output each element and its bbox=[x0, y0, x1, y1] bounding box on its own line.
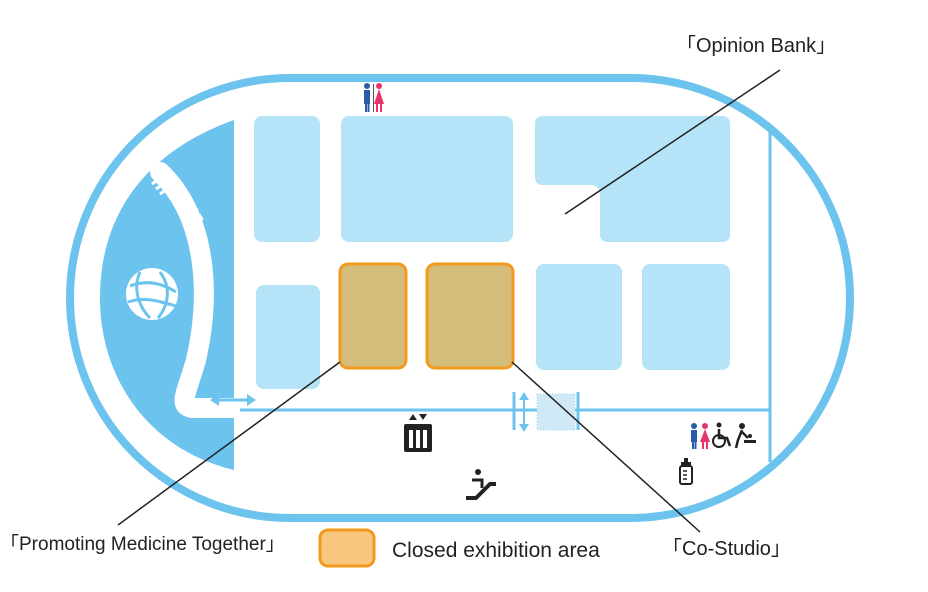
nursing-bottle-icon bbox=[679, 458, 693, 485]
leader-line-promoting-medicine bbox=[117, 361, 341, 526]
wheelchair-icon bbox=[712, 422, 732, 448]
legend-swatch-closed bbox=[318, 528, 376, 568]
gate bbox=[512, 392, 580, 432]
opinion-bank-booth bbox=[535, 116, 730, 242]
legend-label-closed: Closed exhibition area bbox=[392, 539, 600, 562]
leader-line-co-studio bbox=[511, 361, 701, 533]
opinion-bank-label: 「Opinion Bank」 bbox=[676, 34, 836, 57]
elevator-icon bbox=[404, 414, 432, 452]
two-way-arrow-icon bbox=[210, 394, 256, 406]
booth bbox=[254, 116, 320, 242]
baby-changing-icon bbox=[734, 423, 756, 449]
co-studio-booth bbox=[425, 262, 515, 370]
restroom-icon bbox=[364, 83, 384, 112]
floor-label: 3F bbox=[185, 204, 207, 227]
escalator-icon bbox=[466, 469, 496, 500]
direction-arrow-icon bbox=[151, 173, 187, 203]
globe-icon bbox=[126, 268, 178, 320]
booth bbox=[642, 264, 730, 370]
co-studio-label: 「Co-Studio」 bbox=[662, 537, 791, 560]
booth bbox=[536, 264, 622, 370]
booth bbox=[256, 285, 320, 389]
promoting-medicine-booth bbox=[338, 262, 408, 370]
leader-line-opinion-bank bbox=[564, 69, 781, 215]
promoting-medicine-label: 「Promoting Medicine Together」 bbox=[0, 533, 285, 555]
booth bbox=[341, 116, 513, 242]
restroom-icon bbox=[691, 423, 710, 449]
ramp-walkway bbox=[150, 162, 260, 418]
